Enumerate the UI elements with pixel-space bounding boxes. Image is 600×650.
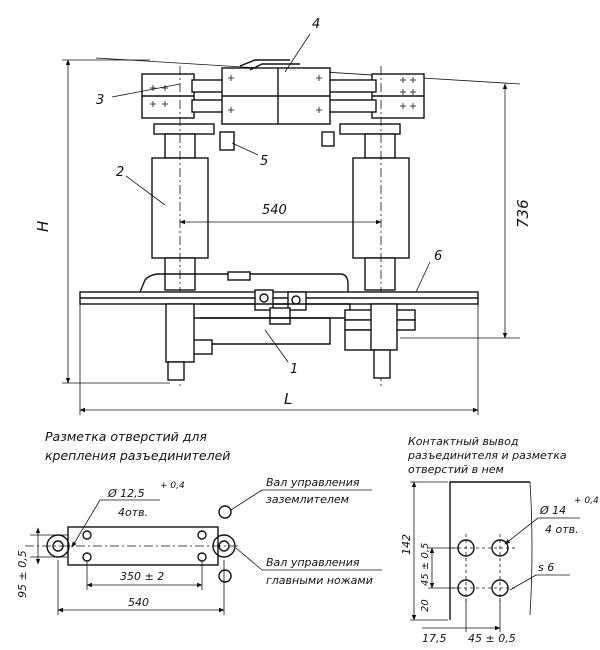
dim-l-label: L <box>284 390 292 408</box>
callout-1: 1 <box>290 362 298 377</box>
dim-540-label: 540 <box>262 203 287 218</box>
ground-shaft-label-1: Вал управления <box>266 476 360 489</box>
main-shaft-ring <box>212 534 236 558</box>
contact-terminal-view: Контактный вывод разъединителя и разметк… <box>400 435 599 645</box>
main-shaft-label-1: Вал управления <box>266 556 360 569</box>
mount-title-line1: Разметка отверстий для <box>45 429 207 444</box>
contact-dim-175: 17,5 <box>422 632 447 645</box>
mount-hole-tol: + 0,4 <box>160 481 185 491</box>
contact-dim-45h: 45 ± 0,5 <box>468 632 516 645</box>
contact-thickness: s 6 <box>538 561 554 574</box>
callout-6: 6 <box>434 249 442 264</box>
mount-hole-count: 4отв. <box>118 506 148 519</box>
mount-dim-540: 540 <box>128 596 149 609</box>
contact-dim-45v: 45 ± 0,5 <box>420 543 431 586</box>
callout-2: 2 <box>116 165 124 180</box>
contact-title-line3: отверстий в нем <box>408 463 504 476</box>
contact-hole-dia: Ø 14 <box>539 504 566 517</box>
contact-title-line1: Контактный вывод <box>408 435 518 448</box>
dim-h-label: H <box>34 221 52 232</box>
contact-terminal-outline <box>449 481 530 620</box>
mount-dim-95: 95 ± 0,5 <box>16 550 29 598</box>
mounting-holes-view: Разметка отверстий для крепления разъеди… <box>16 429 382 615</box>
callout-4: 4 <box>312 17 320 32</box>
callout-3: 3 <box>96 93 104 108</box>
callout-5: 5 <box>260 154 268 169</box>
ground-shaft-circle <box>218 505 232 519</box>
contact-dim-20: 20 <box>420 599 431 612</box>
mount-dim-350: 350 ± 2 <box>120 570 164 583</box>
assembly-view: H 736 L <box>34 17 532 415</box>
mount-title-line2: крепления разъединителей <box>45 448 230 463</box>
contact-dim-142: 142 <box>400 534 413 555</box>
contact-hole-count: 4 отв. <box>545 523 579 536</box>
main-shaft-label-2: главными ножами <box>266 574 373 587</box>
contact-hole-tol: + 0,4 <box>574 496 599 506</box>
dim-736-label: 736 <box>514 199 532 228</box>
contact-title-line2: разъединителя и разметка <box>407 449 567 462</box>
mount-hole-dia: Ø 12,5 <box>107 487 145 500</box>
ground-shaft-label-2: заземлителем <box>266 493 349 506</box>
